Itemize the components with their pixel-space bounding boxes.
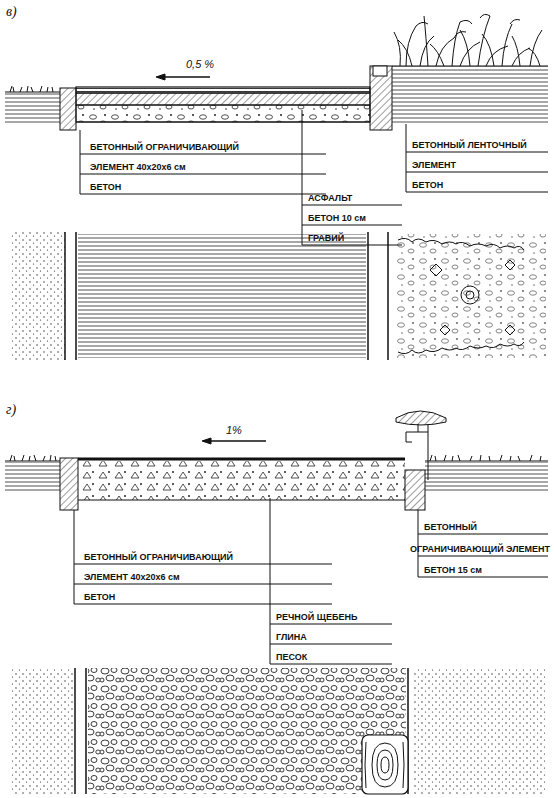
- layer-label: БЕТОННЫЙ: [424, 522, 477, 533]
- layer-label: ОГРАНИЧИВАЮЩИЙ ЭЛЕМЕНТ: [410, 544, 550, 555]
- section-letter: в): [6, 4, 17, 20]
- layer-label: ЭЛЕМЕНТ 40х20х6 см: [84, 572, 180, 583]
- layer-label: ГРАВИЙ: [308, 233, 344, 244]
- layer-label: БЕТОН: [412, 180, 443, 191]
- layer-label: ЭЛЕМЕНТ: [412, 160, 456, 171]
- slope-value: 1%: [226, 424, 242, 437]
- layer-label: ЭЛЕМЕНТ 40х20х6 см: [90, 162, 186, 173]
- layer-label: РЕЧНОЙ ЩЕБЕНЬ: [276, 612, 357, 623]
- layer-label: БЕТОННЫЙ ЛЕНТОЧНЫЙ: [412, 140, 527, 151]
- layer-label: АСФАЛЬТ: [308, 193, 352, 204]
- layer-label: БЕТОН: [90, 182, 121, 193]
- layer-label: БЕТОН 10 см: [308, 213, 366, 224]
- layer-label: БЕТОН: [84, 592, 115, 603]
- layer-label: ПЕСОК: [276, 652, 307, 663]
- layer-label: БЕТОННЫЙ ОГРАНИЧИВАЮЩИЙ: [90, 142, 239, 153]
- layer-label: БЕТОННЫЙ ОГРАНИЧИВАЮЩИЙ: [84, 552, 233, 563]
- section-letter: г): [6, 402, 16, 418]
- layer-label: БЕТОН 15 см: [424, 565, 482, 576]
- layer-label: ГЛИНА: [276, 632, 307, 643]
- slope-value: 0,5 %: [186, 58, 214, 71]
